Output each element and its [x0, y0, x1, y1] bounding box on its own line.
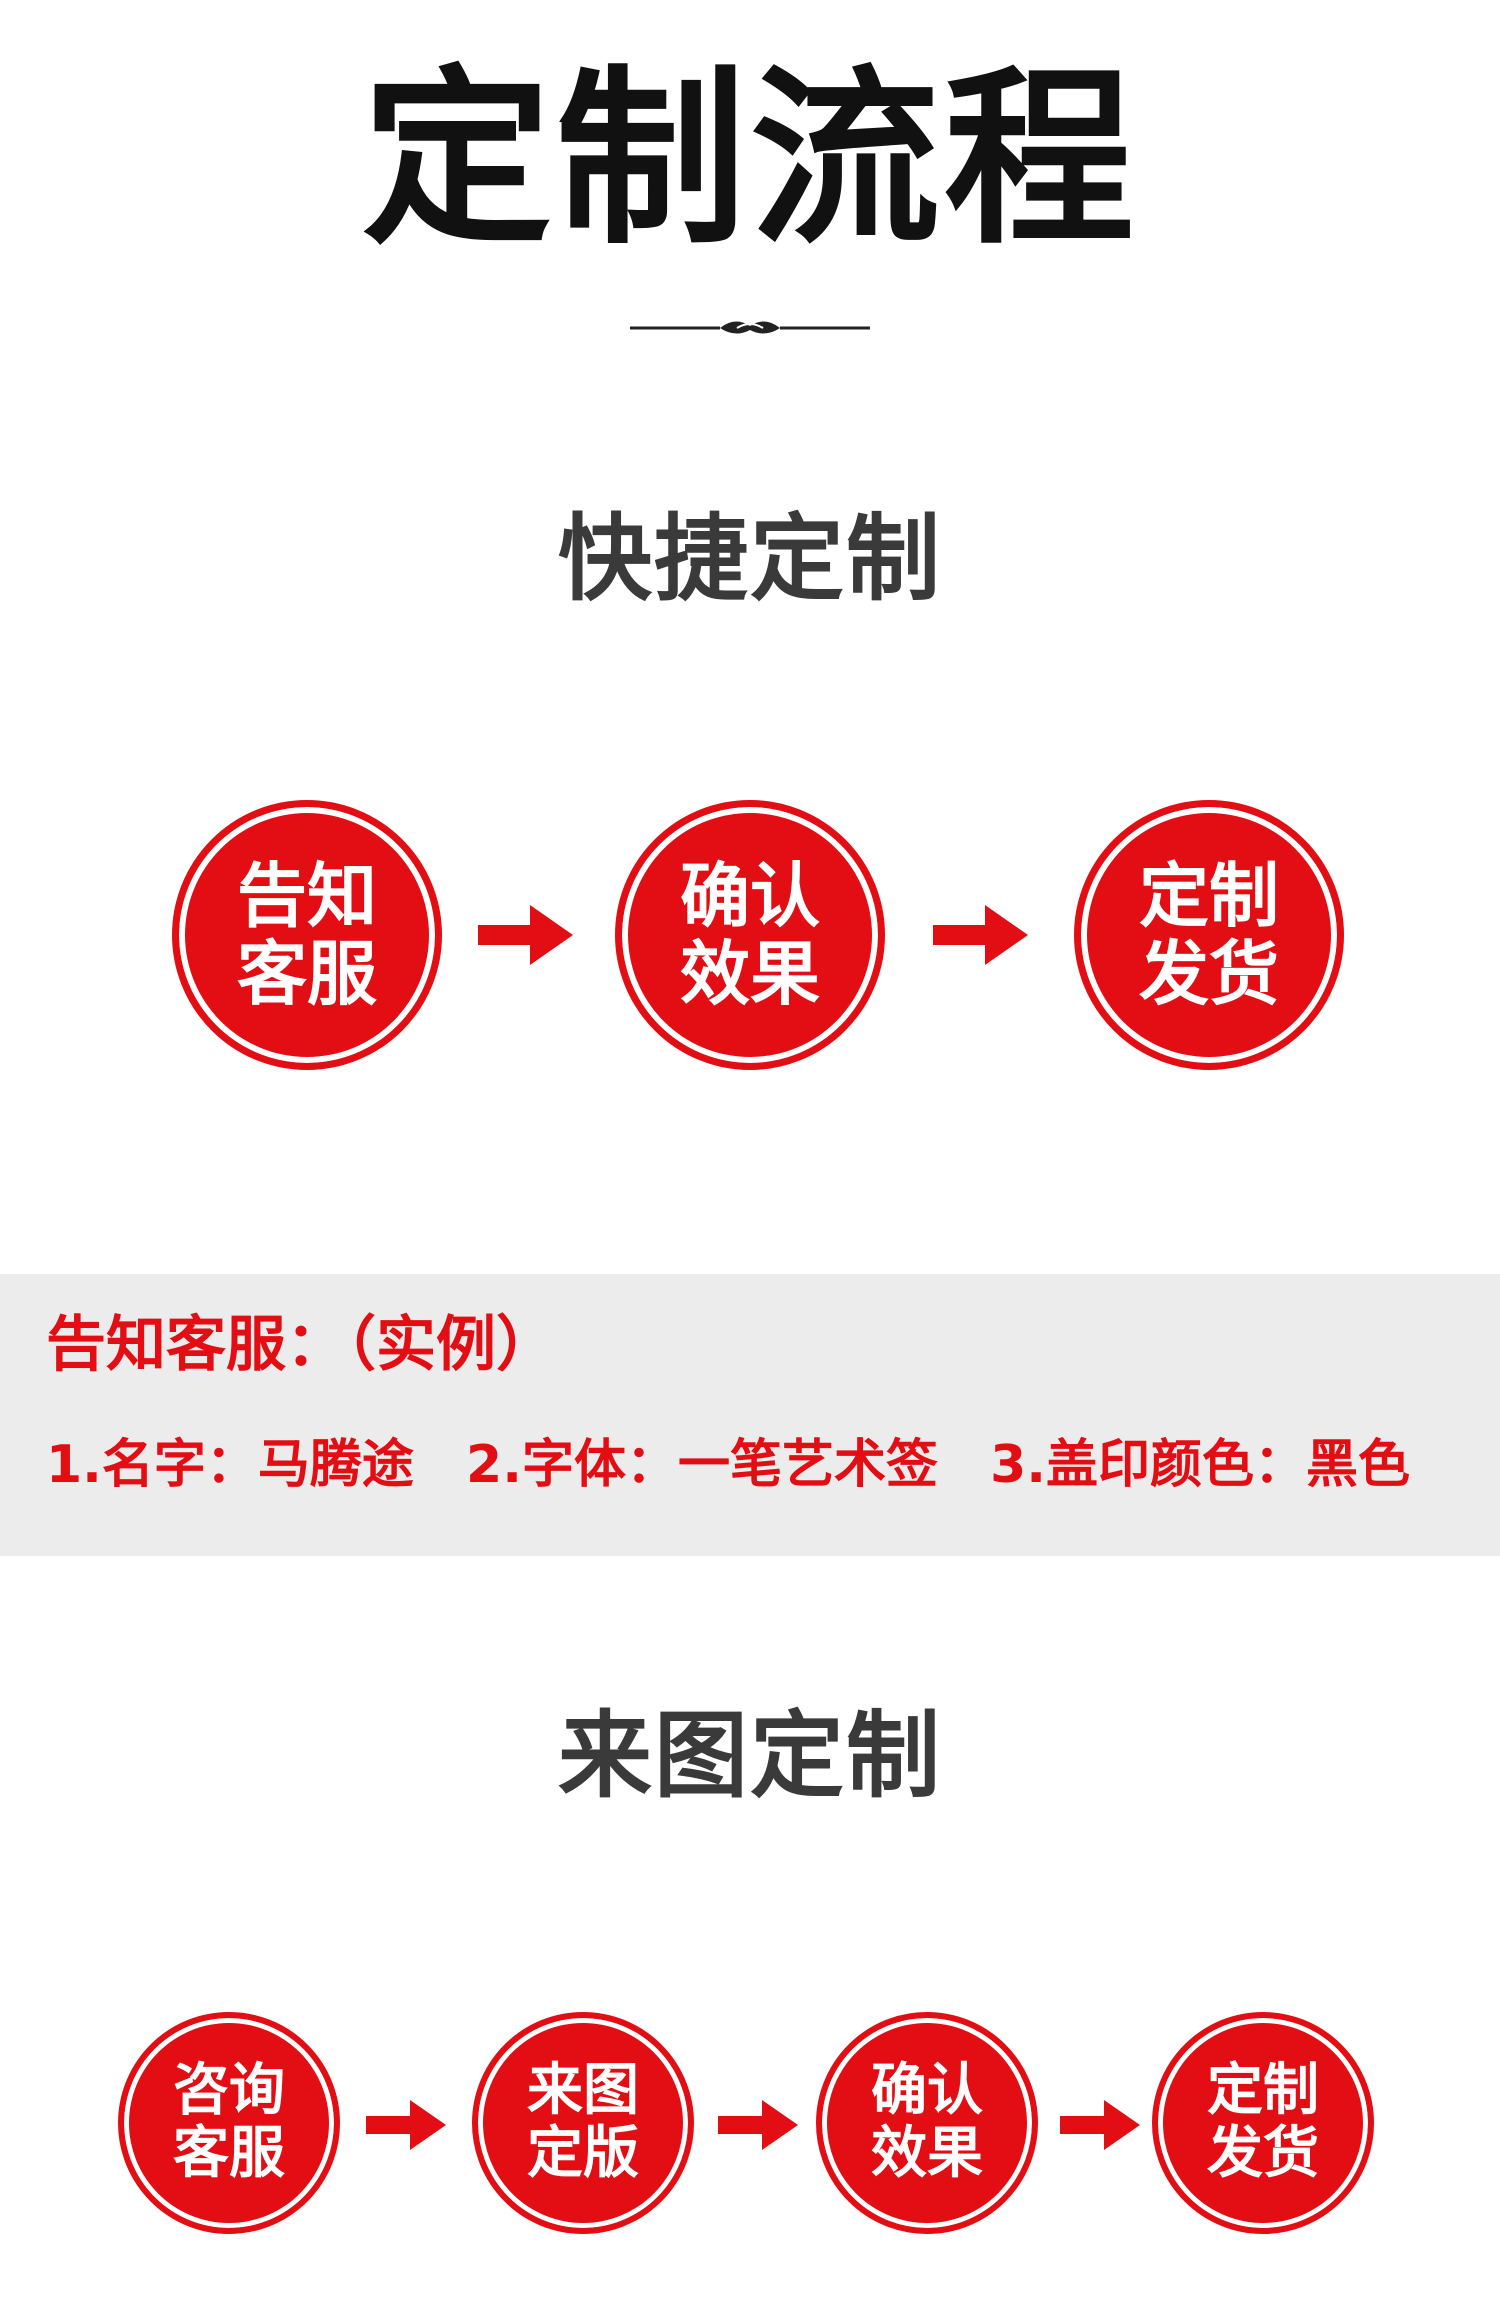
step-circle: 确认 效果 [816, 2012, 1038, 2234]
step-label: 确认 [680, 854, 820, 937]
arrow-right-icon [366, 2100, 446, 2150]
example-heading: 告知客服：（实例） [46, 1310, 556, 1380]
step-label: 确认 [871, 2058, 983, 2124]
step-label: 客服 [173, 2121, 285, 2186]
arrow-right-icon [718, 2100, 798, 2150]
example-items: 1.名字：马腾途 2.字体：一笔艺术签 3.盖印颜色：黑色 [46, 1420, 1410, 1510]
step-label: 来图 [527, 2058, 639, 2124]
step-circle: 告知 客服 [172, 800, 442, 1070]
step-label: 咨询 [173, 2058, 285, 2124]
step-label: 发货 [1207, 2121, 1319, 2186]
example-panel [0, 1274, 1500, 1556]
ornament-divider-icon [630, 321, 870, 334]
example-item: 2.字体：一笔艺术签 [466, 1435, 938, 1495]
step-label: 效果 [871, 2121, 983, 2186]
step-circle: 定制 发货 [1074, 800, 1344, 1070]
section-title-custom-image: 来图定制 [557, 1702, 942, 1811]
step-circle: 定制 发货 [1152, 2012, 1374, 2234]
step-label: 发货 [1139, 933, 1279, 1015]
section-title-quick: 快捷定制 [557, 505, 942, 614]
arrow-right-icon [1060, 2100, 1140, 2150]
step-label: 定制 [1139, 854, 1279, 937]
step-label: 定版 [527, 2121, 639, 2186]
step-label: 效果 [680, 933, 820, 1015]
step-label: 客服 [237, 933, 377, 1015]
step-circle: 确认 效果 [615, 800, 885, 1070]
step-label: 告知 [237, 854, 377, 937]
arrow-right-icon [933, 905, 1028, 965]
example-item: 3.盖印颜色：黑色 [990, 1435, 1411, 1495]
arrow-right-icon [478, 905, 573, 965]
example-item: 1.名字：马腾途 [46, 1435, 414, 1495]
step-circle: 来图 定版 [472, 2012, 694, 2234]
step-label: 定制 [1207, 2058, 1319, 2124]
step-circle: 咨询 客服 [118, 2012, 340, 2234]
page-title: 定制流程 [361, 49, 1138, 270]
